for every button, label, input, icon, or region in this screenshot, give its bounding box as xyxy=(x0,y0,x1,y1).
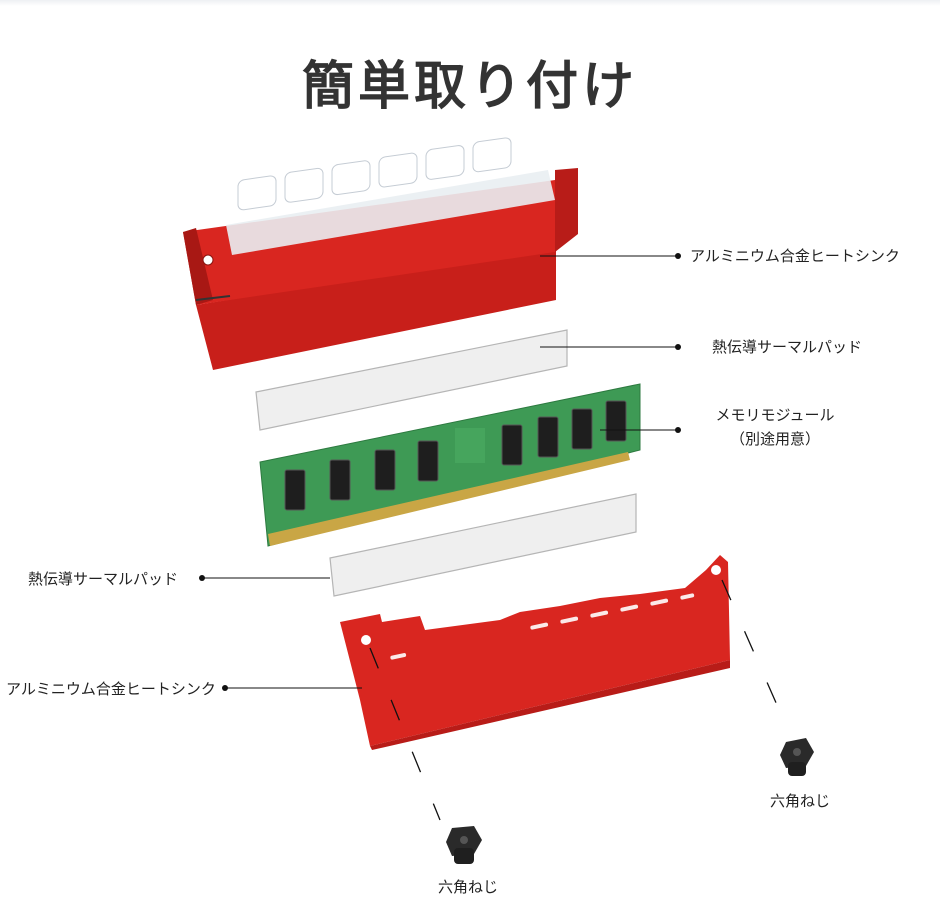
label-top-thermal-pad: 熱伝導サーマルパッド xyxy=(712,338,863,356)
label-screw-right: 六角ねじ xyxy=(770,792,831,810)
callout-dots xyxy=(199,253,681,691)
bottom-thermal-pad xyxy=(329,493,637,597)
top-edge-shade xyxy=(0,0,940,6)
bottom-heatsink xyxy=(340,555,730,750)
top-heatsink xyxy=(183,137,578,370)
label-bottom-thermal-pad: 熱伝導サーマルパッド xyxy=(28,570,179,588)
hex-screw-right xyxy=(780,738,814,776)
label-memory-note: （別途用意） xyxy=(729,430,820,448)
label-screw-bottom: 六角ねじ xyxy=(438,878,499,896)
label-memory-module: メモリモジュール xyxy=(715,406,835,424)
label-bottom-heatsink: アルミニウム合金ヒートシンク xyxy=(6,680,216,698)
memory-module xyxy=(259,383,641,547)
page-title: 簡単取り付け xyxy=(301,57,638,117)
callout-lines xyxy=(202,255,678,689)
top-thermal-pad xyxy=(255,329,568,431)
label-top-heatsink: アルミニウム合金ヒートシンク xyxy=(690,247,900,265)
hex-screw-bottom xyxy=(446,826,482,864)
